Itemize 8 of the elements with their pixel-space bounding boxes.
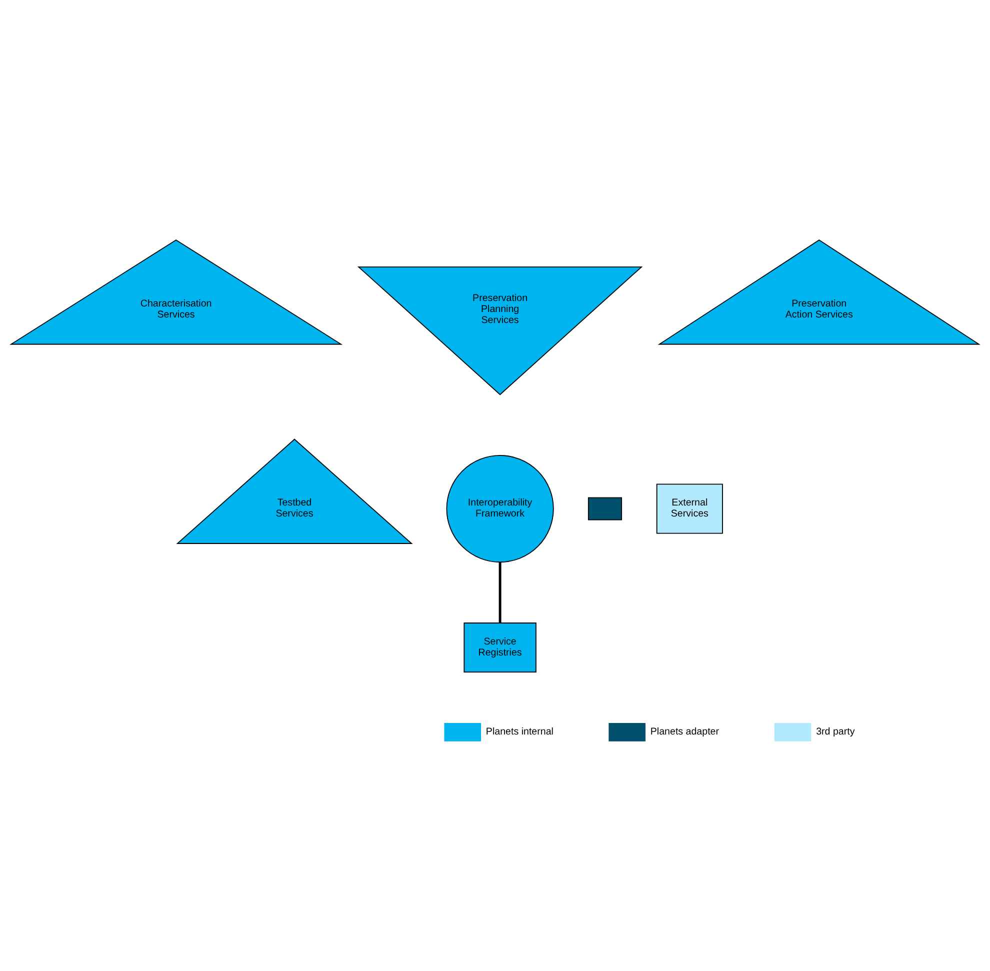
legend-label: Planets adapter xyxy=(650,726,720,738)
connector xyxy=(498,562,502,622)
node-box: External Services xyxy=(656,483,723,534)
node-box: Service Registries xyxy=(464,622,536,672)
node-circle: Interoperability Framework xyxy=(446,454,554,562)
legend-label: 3rd party xyxy=(816,726,855,738)
legend-label: Planets internal xyxy=(486,726,554,738)
node-box xyxy=(588,496,622,520)
